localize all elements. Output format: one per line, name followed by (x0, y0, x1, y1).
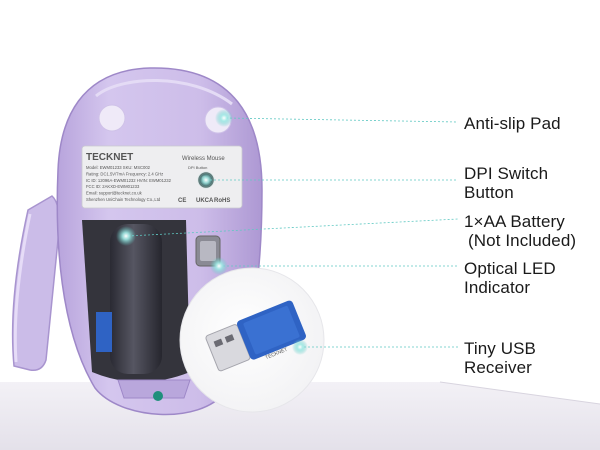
callout-line: Receiver (464, 358, 532, 377)
sticker-line: Shenzhen UniChain Technology Co.,Ltd (86, 197, 161, 202)
sticker-line: FCC ID: 2AKXD-EWM01233 (86, 184, 140, 189)
usb-receiver (205, 300, 306, 372)
glow-dot-receiver (292, 339, 308, 355)
power-switch (153, 391, 163, 401)
callout-line: Anti-slip Pad (464, 114, 561, 133)
sticker-brand: TECKNET (86, 152, 133, 163)
sticker-title: Wireless Mouse (182, 156, 225, 162)
callout-line: Optical LED (464, 259, 556, 278)
callout-optical-led: Optical LED Indicator (464, 259, 556, 297)
glow-dot-optical (210, 257, 228, 275)
callout-line: Indicator (464, 278, 531, 297)
battery (110, 224, 162, 374)
spec-sticker (81, 145, 243, 209)
sticker-dpi-label: DPI Button (188, 165, 207, 170)
sticker-line: Rating: DC1.5V/7mA Frequency: 2.4 GHz (86, 171, 163, 176)
anti-slip-pad-left (98, 104, 126, 132)
callout-line: DPI Switch (464, 164, 549, 183)
sticker-line: Email: support@tecknet.co.uk (86, 191, 143, 196)
callout-leaders (127, 117, 459, 348)
callout-battery: 1×AA Battery (Not Included) (464, 212, 576, 250)
sticker-line: IC ID: 12096A-EWM01232 HVIN: EWM01232 (86, 178, 172, 183)
callout-line: (Not Included) (468, 231, 577, 250)
cert-mark: RoHS (214, 198, 230, 204)
glow-dot-pad (215, 109, 233, 127)
callout-dpi-switch: DPI Switch Button (464, 164, 548, 202)
callout-line: 1×AA Battery (464, 212, 565, 231)
cert-mark: UKCA (196, 198, 214, 204)
cert-mark: CE (178, 198, 186, 204)
sticker-line: Model: EWM01233 SKU: MSC002 (86, 165, 151, 170)
callout-usb-receiver: Tiny USB Receiver (464, 339, 536, 377)
callout-line: Button (464, 183, 514, 202)
callout-anti-slip-pad: Anti-slip Pad (464, 114, 561, 133)
callout-line: Tiny USB (464, 339, 536, 358)
glow-dot-dpi (197, 171, 215, 189)
glow-dot-battery (116, 226, 136, 246)
